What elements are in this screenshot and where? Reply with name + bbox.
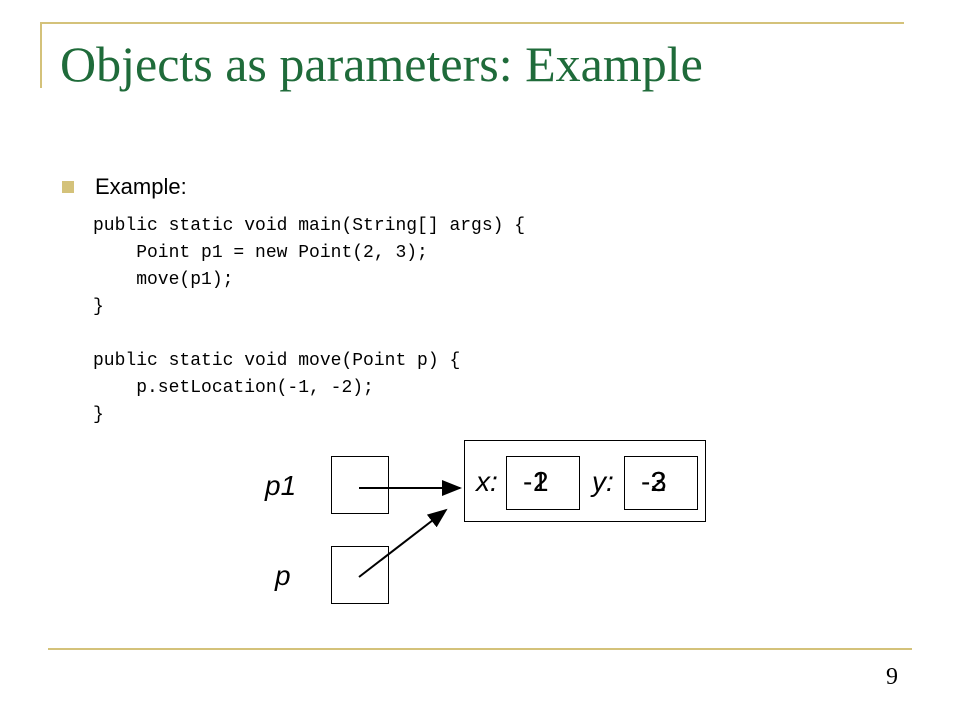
y-new-value: -2 xyxy=(641,466,666,497)
x-field-label: x: xyxy=(476,466,498,497)
y-field-label: y: xyxy=(592,466,614,497)
code-block: public static void main(String[] args) {… xyxy=(93,213,525,429)
bullet-item: Example: xyxy=(62,174,187,200)
code-line: public static void main(String[] args) { xyxy=(93,216,526,236)
x-value-box xyxy=(506,456,580,510)
x-old-value: 2 xyxy=(533,466,549,497)
left-rule xyxy=(40,22,42,88)
y-old-value: 3 xyxy=(651,466,667,497)
code-line: } xyxy=(93,297,104,317)
slide-title: Objects as parameters: Example xyxy=(60,36,703,92)
y-value-box xyxy=(624,456,698,510)
code-line: } xyxy=(93,405,104,425)
bullet-square-icon xyxy=(62,181,74,193)
bottom-rule xyxy=(48,648,912,650)
bullet-text: Example: xyxy=(95,174,187,199)
code-line: Point p1 = new Point(2, 3); xyxy=(93,243,428,263)
code-line: public static void move(Point p) { xyxy=(93,351,461,371)
code-line: move(p1); xyxy=(93,270,234,290)
page-number: 9 xyxy=(886,664,898,690)
var-p-label: p xyxy=(275,560,291,591)
top-rule xyxy=(40,22,904,24)
p-arrow xyxy=(358,508,448,578)
var-p1-label: p1 xyxy=(265,470,297,501)
p1-reference-box xyxy=(331,456,389,514)
x-new-value: -1 xyxy=(523,466,548,497)
code-line: p.setLocation(-1, -2); xyxy=(93,378,374,398)
